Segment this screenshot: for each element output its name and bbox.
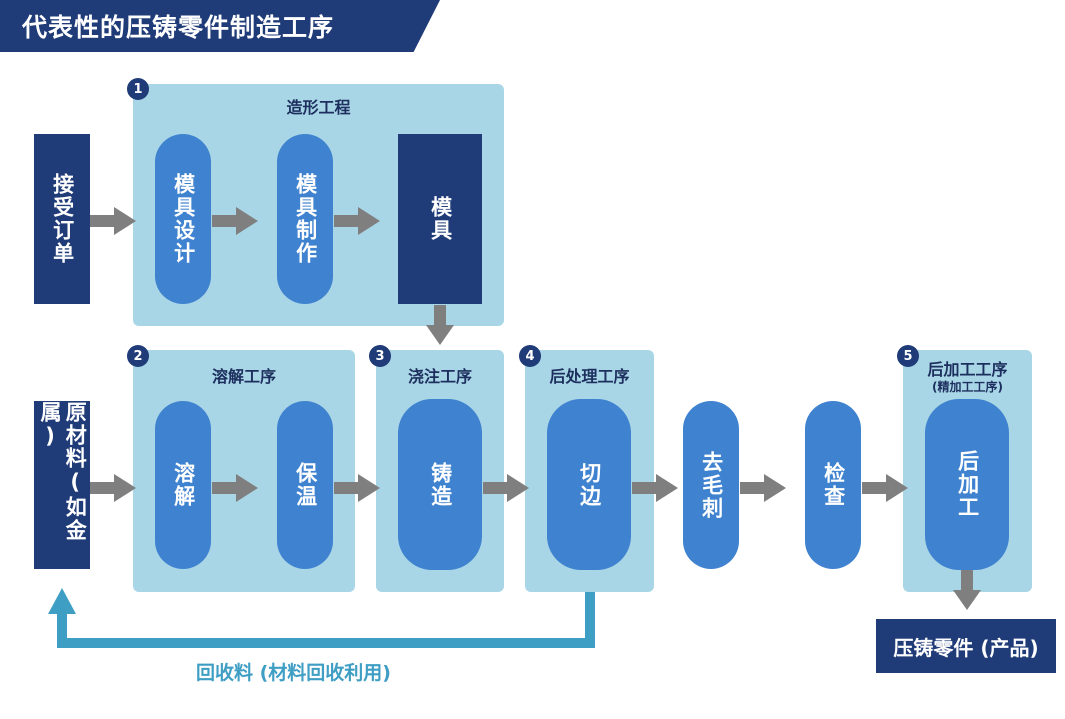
arrow-deburring-to-inspection — [740, 474, 786, 502]
arrow-making-to-mold — [334, 207, 380, 235]
inspection-step: 检查 — [805, 401, 861, 569]
arrow-material-to-melting — [90, 474, 136, 502]
trimming-step: 切边 — [547, 399, 631, 570]
group-machining-subtitle: (精加工工序) — [932, 380, 1003, 394]
recycle-arrowhead — [48, 588, 76, 614]
product-box: 压铸零件 (产品) — [876, 619, 1056, 673]
mold-making-step: 模具制作 — [277, 134, 333, 304]
step-number-badge-3: 3 — [369, 345, 391, 367]
step-number-badge-2: 2 — [127, 345, 149, 367]
casting-step: 铸造 — [398, 399, 482, 570]
melting-step: 溶解 — [155, 401, 211, 569]
recycle-label: 回收料 (材料回收利用) — [196, 662, 391, 684]
deburring-step: 去毛刺 — [683, 401, 739, 569]
post-processing-step: 后加工 — [925, 399, 1009, 570]
arrow-machining-to-product — [953, 570, 981, 610]
recycle-line — [57, 592, 595, 648]
arrow-trimming-to-deburring — [632, 474, 678, 502]
mold-box: 模具 — [398, 134, 482, 304]
arrow-order-to-design — [90, 207, 136, 235]
step-number-badge-5: 5 — [897, 345, 919, 367]
group-pouring-title: 浇注工序 — [407, 367, 472, 386]
group-machining-title: 后加工工序 — [927, 360, 1008, 379]
step-number-badge-4: 4 — [519, 345, 541, 367]
raw-material-box: 原材料(如金属) — [34, 401, 90, 569]
arrow-melting-to-holding — [212, 474, 258, 502]
arrow-inspection-to-machining — [862, 474, 908, 502]
arrow-holding-to-casting — [334, 474, 380, 502]
group-melting-title: 溶解工序 — [211, 367, 276, 386]
arrow-design-to-making — [212, 207, 258, 235]
arrow-casting-to-trimming — [483, 474, 529, 502]
step-number-badge-1: 1 — [127, 78, 149, 100]
holding-step: 保温 — [277, 401, 333, 569]
group-molding-title: 造形工程 — [286, 98, 351, 117]
page-title: 代表性的压铸零件制造工序 — [0, 0, 440, 52]
group-finishing-title: 后处理工序 — [549, 367, 630, 386]
mold-design-step: 模具设计 — [155, 134, 211, 304]
order-received-box: 接受订单 — [34, 134, 90, 304]
arrow-mold-to-casting — [426, 305, 454, 345]
